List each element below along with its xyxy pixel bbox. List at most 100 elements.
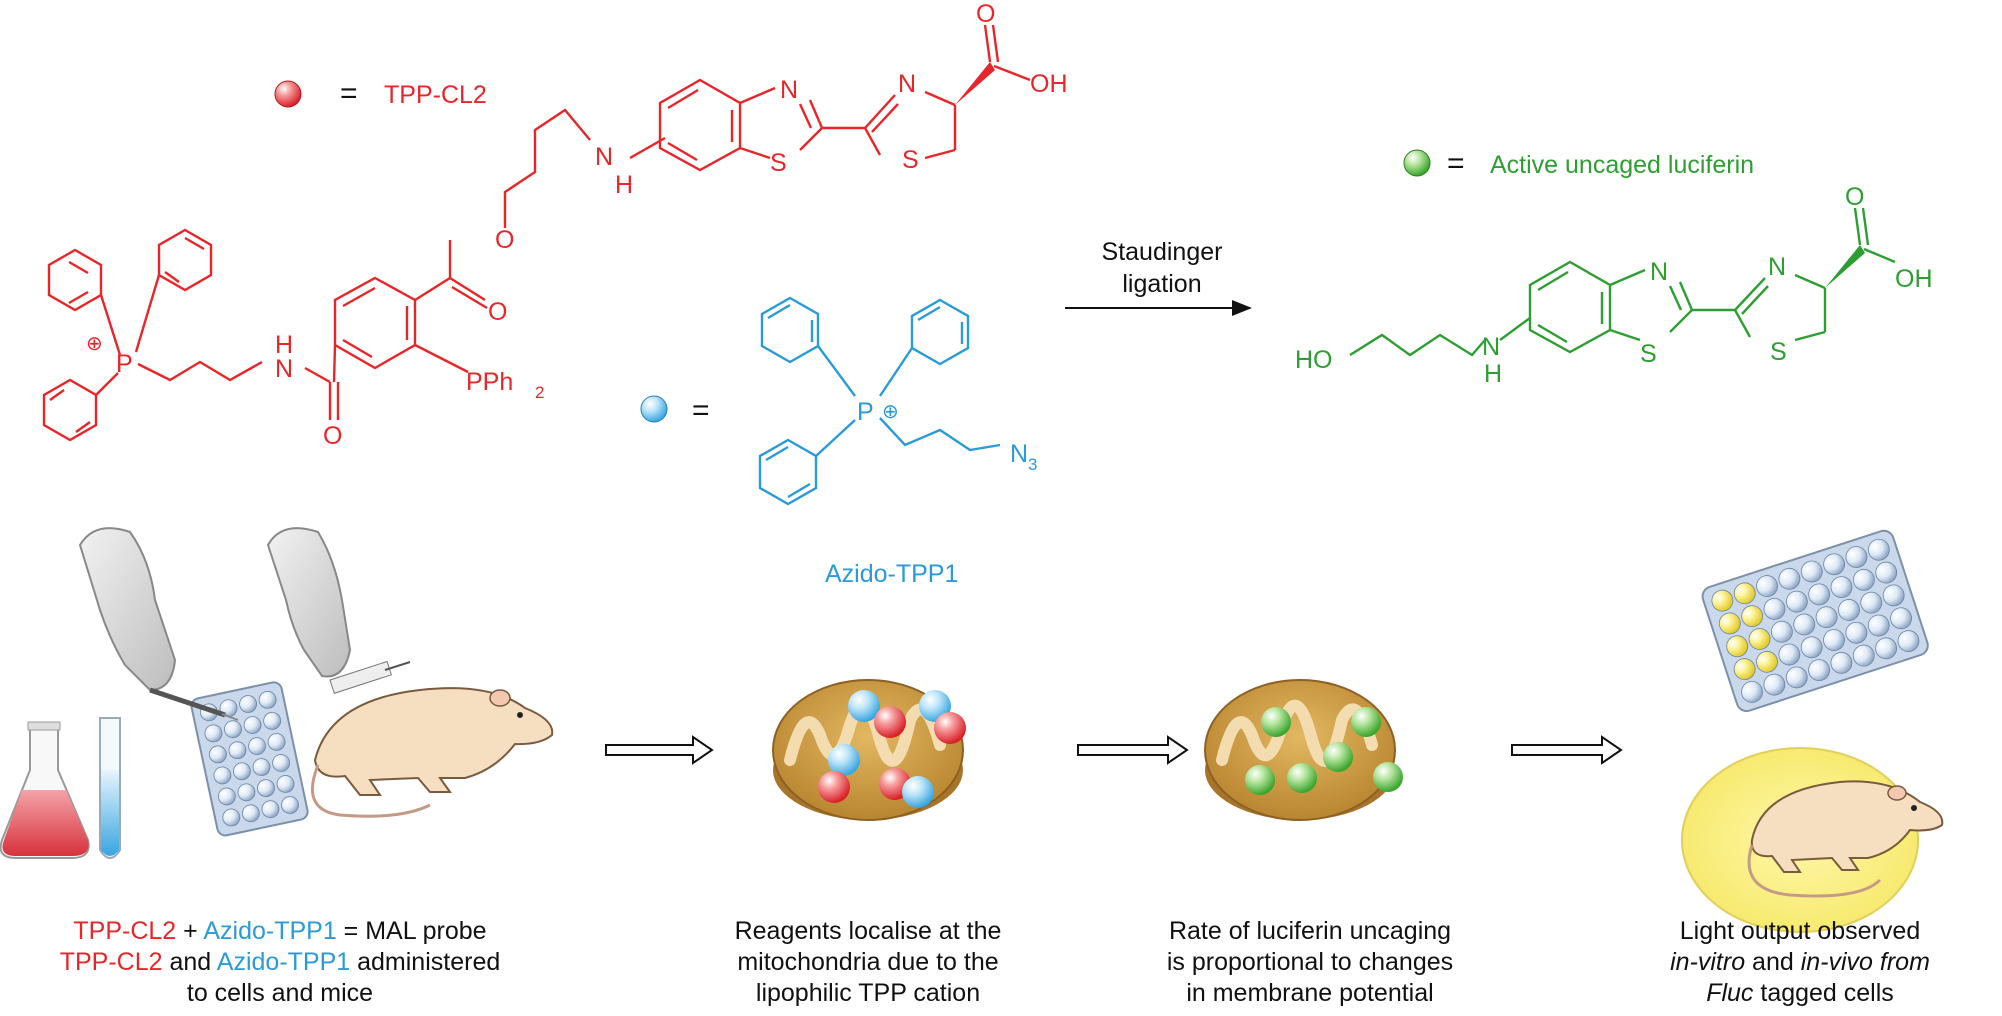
well xyxy=(1778,567,1801,590)
well xyxy=(1771,620,1793,643)
well xyxy=(1830,651,1853,674)
azido-tpp1-atoms: P ⊕ N 3 Azido-TPP1 xyxy=(825,398,1037,588)
legend-blue: = xyxy=(640,394,710,427)
svg-text:OH: OH xyxy=(1030,70,1068,98)
azido-tpp1-name: Azido-TPP1 xyxy=(825,560,958,588)
luciferin-atoms: HO N H N S N S O OH xyxy=(1295,183,1933,388)
luciferin-structure xyxy=(1349,207,1896,357)
caption-uncaging: Rate of luciferin uncaging is proportion… xyxy=(1166,917,1454,1007)
red-sphere-icon xyxy=(274,80,302,108)
well xyxy=(1756,575,1778,597)
well xyxy=(233,762,251,781)
well xyxy=(1726,635,1749,658)
legend-green-label: Active uncaged luciferin xyxy=(1490,151,1754,179)
well xyxy=(1815,606,1838,629)
svg-text:2: 2 xyxy=(535,383,544,402)
gloved-hand-icon xyxy=(78,527,239,721)
well xyxy=(1748,628,1771,650)
well xyxy=(252,758,271,776)
svg-text:P: P xyxy=(857,398,874,426)
administration-panel xyxy=(0,527,554,859)
well xyxy=(1867,614,1890,637)
svg-text:O: O xyxy=(323,422,342,450)
svg-text:H: H xyxy=(1484,360,1502,388)
well xyxy=(1800,636,1823,659)
caption-light-output: Light output observed in-vitro and in-vi… xyxy=(1670,917,1930,1007)
svg-text:Staudinger: Staudinger xyxy=(1102,238,1223,266)
well xyxy=(1733,658,1756,680)
flow-arrow-3 xyxy=(1511,735,1623,765)
benzothiazole-ring xyxy=(1528,260,1612,354)
well xyxy=(1875,561,1898,584)
svg-text:S: S xyxy=(1640,340,1657,368)
well xyxy=(261,800,280,819)
legend-red: = TPP-CL2 xyxy=(274,77,487,110)
svg-text:3: 3 xyxy=(1028,455,1037,474)
test-tube-icon xyxy=(99,717,121,859)
well xyxy=(1793,613,1816,636)
well xyxy=(1785,666,1808,689)
svg-text:O: O xyxy=(1845,183,1864,211)
luminescent-well-plate-icon xyxy=(1701,529,1929,713)
flow-arrow-2 xyxy=(1077,735,1189,765)
blue-sphere-icon xyxy=(640,395,668,423)
erlenmeyer-flask-icon xyxy=(0,721,90,859)
phenyl-ring xyxy=(760,296,820,364)
well xyxy=(239,695,258,713)
well xyxy=(243,716,262,734)
legend-red-label: TPP-CL2 xyxy=(384,81,487,109)
mitochondrion-with-luciferin xyxy=(1204,679,1403,821)
legend-equals: = xyxy=(692,394,710,427)
well-plate-icon xyxy=(190,681,309,837)
well xyxy=(241,804,260,823)
mouse-icon xyxy=(310,687,554,818)
well xyxy=(272,754,290,772)
svg-text:S: S xyxy=(1770,338,1787,366)
well xyxy=(1711,589,1734,612)
caption-localisation: Reagents localise at the mitochondria du… xyxy=(734,917,1002,1007)
svg-text:H: H xyxy=(615,171,633,199)
svg-text:O: O xyxy=(488,298,507,326)
well xyxy=(204,724,223,743)
svg-text:N: N xyxy=(898,70,916,98)
svg-text:N: N xyxy=(1010,440,1028,468)
green-sphere-icon xyxy=(1403,149,1431,177)
well xyxy=(1718,612,1741,635)
benzothiazole-ring xyxy=(658,78,742,172)
svg-text:N: N xyxy=(1768,253,1786,281)
well xyxy=(217,787,236,806)
well xyxy=(1890,607,1912,630)
well xyxy=(1741,681,1763,703)
legend-equals: = xyxy=(340,77,358,110)
azido-tpp1-structure xyxy=(758,296,1001,506)
well xyxy=(1741,605,1764,628)
well xyxy=(1897,630,1920,652)
phenyl-ring xyxy=(42,378,98,442)
well xyxy=(258,690,277,709)
well xyxy=(1733,582,1756,605)
svg-text:N: N xyxy=(1650,258,1668,286)
svg-text:OH: OH xyxy=(1895,265,1933,293)
well xyxy=(237,783,256,802)
well xyxy=(209,745,227,764)
phenyl-ring xyxy=(910,298,970,366)
well xyxy=(267,733,286,751)
svg-text:P: P xyxy=(116,350,133,378)
svg-text:ligation: ligation xyxy=(1122,270,1201,298)
well xyxy=(1823,553,1846,576)
well xyxy=(222,808,241,827)
svg-text:HO: HO xyxy=(1295,346,1333,374)
well xyxy=(1808,583,1831,606)
svg-text:PPh: PPh xyxy=(466,368,513,396)
well xyxy=(263,711,282,730)
well xyxy=(1785,590,1808,613)
staudinger-arrow: Staudinger ligation xyxy=(1065,238,1252,316)
phenyl-ring xyxy=(157,228,213,292)
well xyxy=(1830,576,1853,599)
well xyxy=(1875,637,1898,660)
well xyxy=(1845,621,1868,644)
phenyl-ring xyxy=(758,438,818,506)
well xyxy=(1763,598,1786,620)
legend-equals: = xyxy=(1447,147,1465,180)
svg-text:S: S xyxy=(902,146,919,174)
